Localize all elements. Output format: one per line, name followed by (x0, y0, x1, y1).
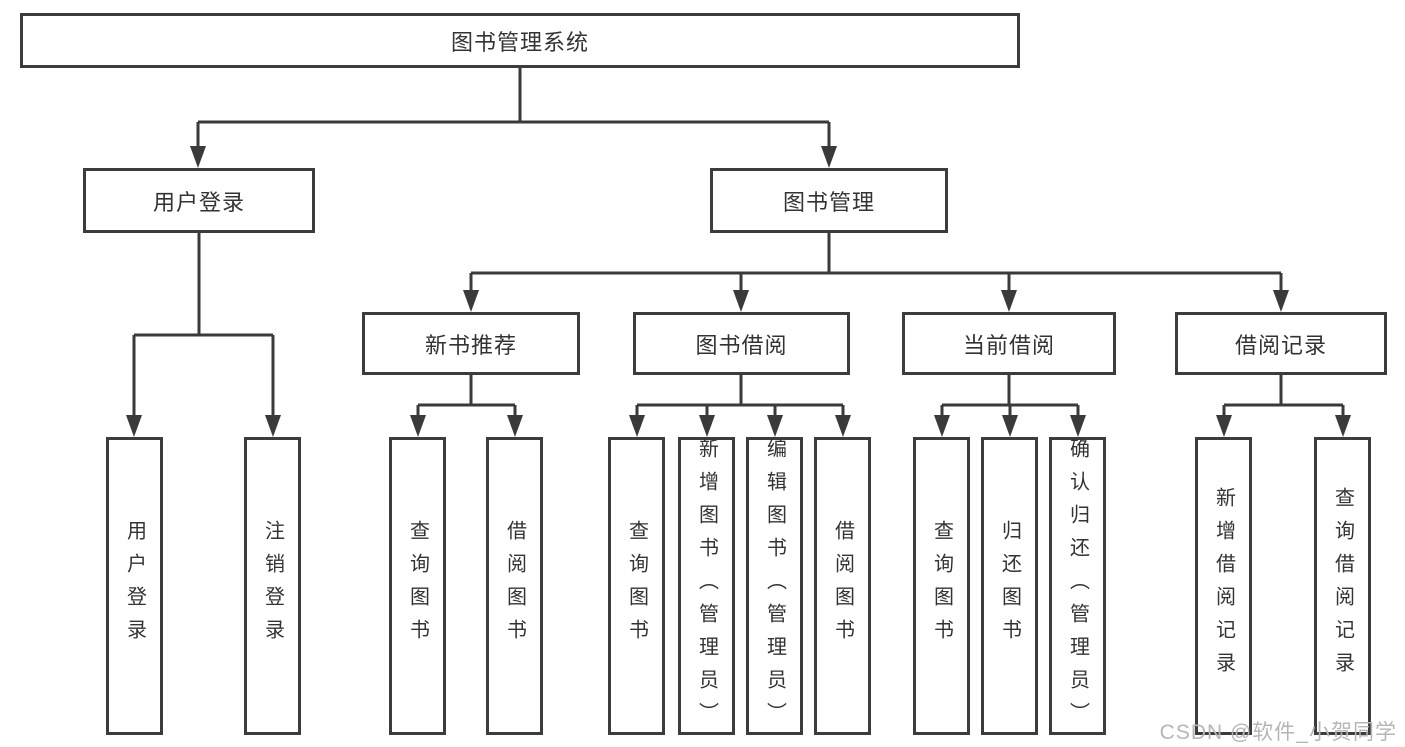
node-borrow-records-label: 借阅记录 (1234, 332, 1327, 358)
node-book-management: 图书管理 (710, 168, 948, 233)
leaf-return-book: 归还图书 (981, 437, 1038, 735)
node-user-login: 用户登录 (83, 168, 315, 233)
leaf-logout: 注销登录 (244, 437, 301, 735)
leaf-add-book-admin: 新增图书（管理员） (678, 437, 735, 735)
leaf-user-login-label: 用户登录 (123, 520, 146, 652)
node-book-borrow: 图书借阅 (633, 312, 850, 375)
node-borrow-records: 借阅记录 (1175, 312, 1387, 375)
leaf-query-books-current: 查询图书 (913, 437, 970, 735)
node-new-book-recommend: 新书推荐 (362, 312, 580, 375)
leaf-query-books-recommend-label: 查询图书 (406, 520, 429, 652)
leaf-query-books-recommend: 查询图书 (389, 437, 446, 735)
leaf-edit-book-admin-label: 编辑图书（管理员） (763, 437, 786, 735)
connector-book-borrow-children (629, 375, 851, 437)
connector-new-book-children (410, 375, 523, 437)
node-book-borrow-label: 图书借阅 (695, 332, 788, 358)
leaf-logout-label: 注销登录 (261, 520, 284, 652)
connector-root-to-level2 (190, 68, 837, 168)
node-current-borrow-label: 当前借阅 (962, 332, 1055, 358)
leaf-confirm-return-admin: 确认归还（管理员） (1049, 437, 1106, 735)
node-new-book-recommend-label: 新书推荐 (424, 332, 517, 358)
node-root: 图书管理系统 (20, 13, 1020, 68)
leaf-edit-book-admin: 编辑图书（管理员） (746, 437, 803, 735)
leaf-borrow-books-recommend: 借阅图书 (486, 437, 543, 735)
leaf-add-borrow-record: 新增借阅记录 (1195, 437, 1252, 735)
csdn-watermark: CSDN @软件_小贺同学 (1159, 721, 1397, 744)
leaf-borrow-books-borrow-label: 借阅图书 (831, 520, 854, 652)
leaf-borrow-books-borrow: 借阅图书 (814, 437, 871, 735)
leaf-add-book-admin-label: 新增图书（管理员） (695, 437, 718, 735)
leaf-user-login: 用户登录 (106, 437, 163, 735)
leaf-query-borrow-record-label: 查询借阅记录 (1331, 487, 1354, 685)
connector-book-management-to-level3 (463, 233, 1289, 312)
leaf-return-book-label: 归还图书 (998, 520, 1021, 652)
node-current-borrow: 当前借阅 (902, 312, 1116, 375)
leaf-query-books-current-label: 查询图书 (930, 520, 953, 652)
leaf-query-books-borrow-label: 查询图书 (625, 520, 648, 652)
connector-current-borrow-children (934, 375, 1086, 437)
node-root-label: 图书管理系统 (450, 29, 589, 55)
leaf-add-borrow-record-label: 新增借阅记录 (1212, 487, 1235, 685)
connector-user-login-children (126, 233, 281, 437)
node-book-management-label: 图书管理 (782, 189, 875, 215)
connector-borrow-records-children (1216, 375, 1351, 437)
leaf-borrow-books-recommend-label: 借阅图书 (503, 520, 526, 652)
node-user-login-label: 用户登录 (152, 189, 245, 215)
leaf-confirm-return-admin-label: 确认归还（管理员） (1066, 437, 1089, 735)
leaf-query-books-borrow: 查询图书 (608, 437, 665, 735)
leaf-query-borrow-record: 查询借阅记录 (1314, 437, 1371, 735)
